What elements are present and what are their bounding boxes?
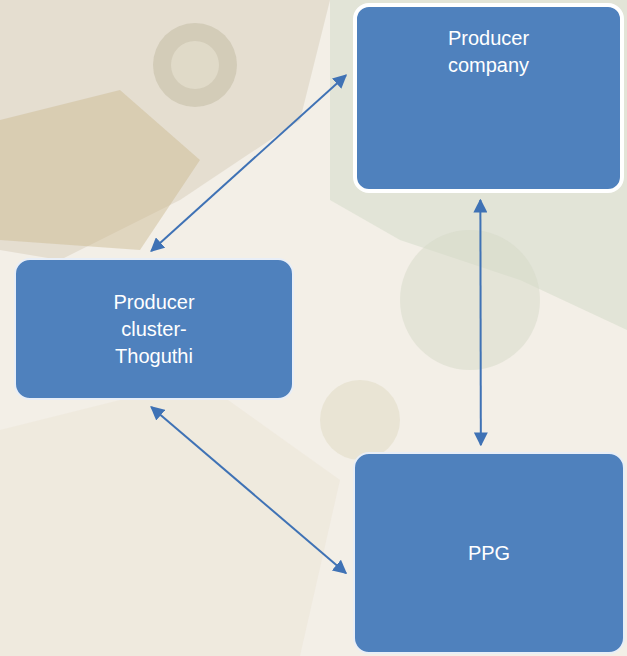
box-label: Producer company <box>429 25 549 79</box>
photo-wheel <box>400 230 540 370</box>
double-arrow <box>151 407 346 573</box>
photo-haze <box>0 0 330 260</box>
photo-wheel-hub <box>171 41 219 89</box>
box-label: Producer cluster-Thoguthi <box>94 289 214 370</box>
photo-wheel <box>320 380 400 460</box>
photo-wheel <box>153 23 237 107</box>
photo-ground <box>0 380 340 656</box>
photo-crop <box>0 90 200 250</box>
process-box: Producer cluster-Thoguthi <box>14 258 294 400</box>
double-arrow <box>479 200 481 445</box>
box-label: PPG <box>468 540 510 567</box>
process-box: Producer company <box>353 3 624 193</box>
process-box: PPG <box>353 452 625 654</box>
double-arrow <box>151 75 346 251</box>
